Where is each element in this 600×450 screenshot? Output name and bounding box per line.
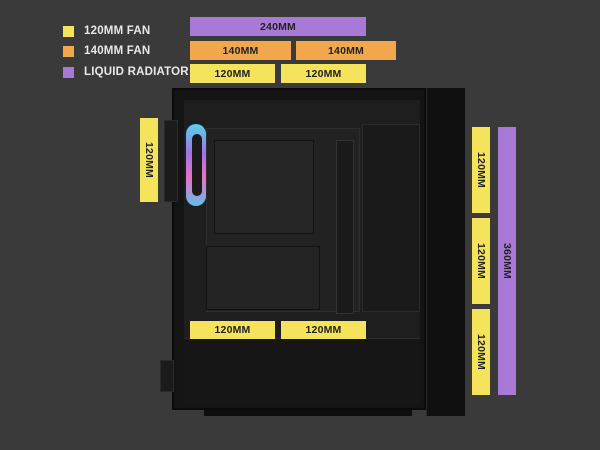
legend-item-liquid-radiator: LIQUID RADIATOR (63, 65, 189, 79)
tag-label: 120MM (475, 151, 488, 189)
tag-top-radiator-240mm: 240MM (190, 17, 366, 36)
legend-item-120mm-fan: 120MM FAN (63, 24, 150, 38)
tag-label: 120MM (475, 333, 488, 371)
tag-top-fan-120mm-a: 120MM (190, 64, 275, 83)
tag-top-fan-140mm-b: 140MM (296, 41, 396, 60)
legend-swatch-yellow (63, 25, 74, 37)
tag-front-fan-120mm-2: 120MM (472, 218, 490, 304)
case-feet (204, 410, 412, 416)
psu-shroud (184, 338, 420, 405)
legend-item-140mm-fan: 140MM FAN (63, 44, 150, 58)
legend-swatch-orange (63, 45, 74, 57)
cable-management-bracket (336, 140, 354, 314)
drive-cage (362, 124, 420, 312)
tag-bottom-fan-120mm-b: 120MM (281, 321, 366, 339)
legend-label: LIQUID RADIATOR (84, 66, 189, 78)
rear-io-panel (164, 120, 178, 202)
tag-top-fan-120mm-b: 120MM (281, 64, 366, 83)
cable-cutout-bottom (206, 246, 320, 310)
tag-front-fan-120mm-3: 120MM (472, 309, 490, 395)
tag-front-fan-120mm-1: 120MM (472, 127, 490, 213)
tag-front-radiator-360mm: 360MM (498, 127, 516, 395)
rgb-fan-hub (192, 134, 202, 196)
tag-top-fan-140mm-a: 140MM (190, 41, 291, 60)
legend-swatch-purple (63, 66, 74, 78)
case-front-panel (426, 88, 465, 416)
tag-bottom-fan-120mm-a: 120MM (190, 321, 275, 339)
legend-label: 140MM FAN (84, 45, 151, 57)
tag-rear-fan-120mm: 120MM (140, 118, 158, 202)
tag-label: 120MM (475, 242, 488, 280)
rear-psu-port (160, 360, 174, 392)
tag-label: 120MM (143, 141, 156, 179)
cable-cutout-top (214, 140, 314, 234)
legend-label: 120MM FAN (84, 25, 151, 37)
tag-label: 360MM (501, 242, 514, 280)
